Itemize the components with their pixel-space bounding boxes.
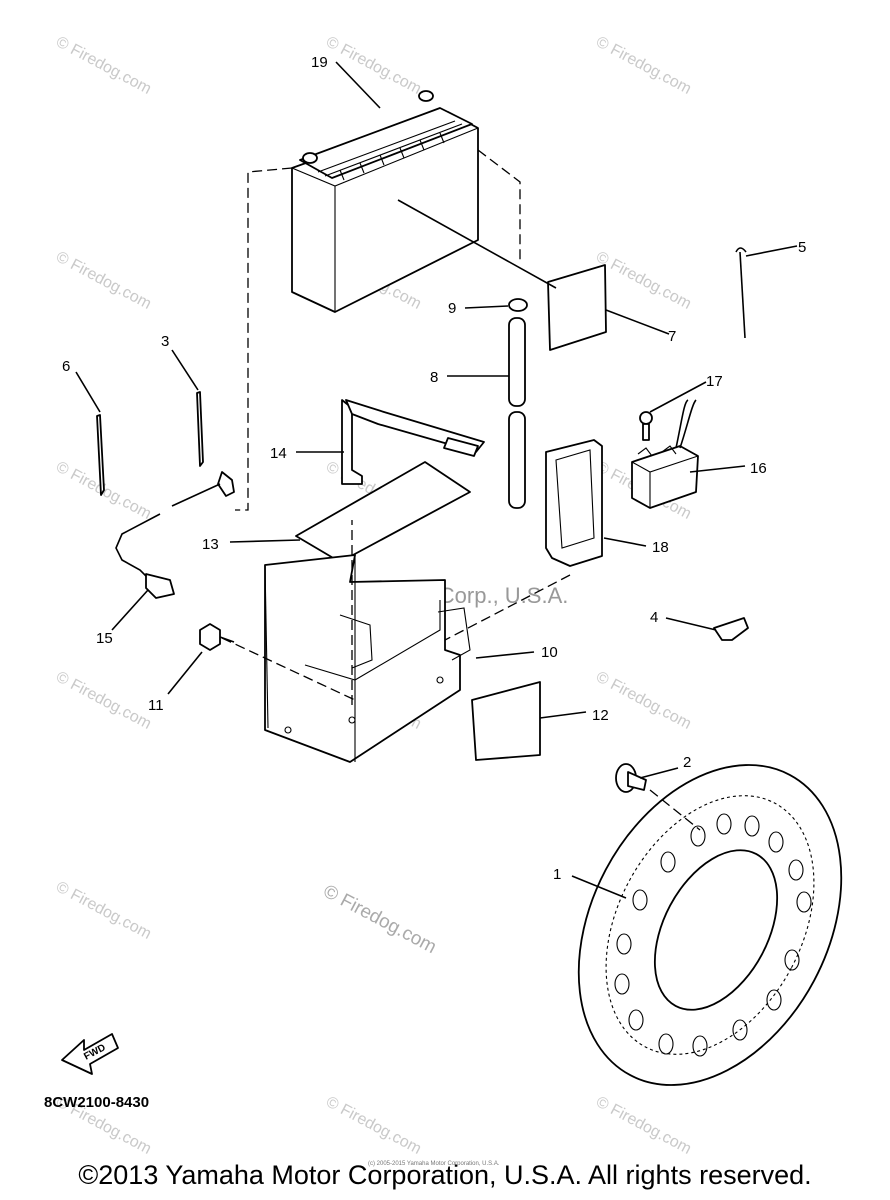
leader-lines — [75, 61, 798, 899]
starter-relay — [631, 399, 699, 509]
callout-5: 5 — [798, 239, 806, 256]
callout-19: 19 — [311, 54, 328, 71]
callout-18: 18 — [652, 539, 669, 556]
callout-labels: 19 5 9 7 3 6 8 17 14 16 13 18 4 15 10 11… — [62, 54, 806, 883]
watermark: © Firedog.com — [593, 249, 694, 313]
rubber-band — [735, 247, 747, 339]
callout-4: 4 — [650, 609, 658, 626]
watermark: © Firedog.com — [53, 879, 154, 943]
callout-7: 7 — [668, 328, 676, 345]
callout-11: 11 — [148, 697, 164, 714]
callout-16: 16 — [750, 460, 767, 477]
copyright-footer: ©2013 Yamaha Motor Corporation, U.S.A. A… — [78, 1160, 812, 1190]
callout-1: 1 — [553, 866, 561, 883]
battery-band — [341, 399, 485, 485]
mounting-bolt — [199, 623, 235, 651]
brake-disc — [577, 764, 843, 1086]
battery — [235, 90, 521, 511]
callout-2: 2 — [683, 754, 691, 771]
watermark: © Firedog.com — [53, 249, 154, 313]
cable-tie — [96, 414, 105, 496]
callout-9: 9 — [448, 300, 456, 317]
callout-13: 13 — [202, 536, 219, 553]
battery-box — [221, 520, 471, 763]
callout-8: 8 — [430, 369, 438, 386]
forward-arrow-icon: FWD — [61, 1033, 119, 1075]
watermark: © Firedog.com — [323, 34, 424, 98]
watermark: © Firedog.com — [323, 1094, 424, 1158]
callout-15: 15 — [96, 630, 113, 647]
battery-pad — [547, 264, 607, 351]
callout-3: 3 — [161, 333, 169, 350]
watermark: © Firedog.com — [53, 34, 154, 98]
cable-tie — [196, 391, 204, 467]
watermark: © Firedog.com — [593, 34, 694, 98]
watermark: © Firedog.com — [593, 1094, 694, 1158]
battery-cover — [444, 439, 603, 641]
callout-10: 10 — [541, 644, 558, 661]
battery-lead — [115, 471, 235, 599]
relay-bolt — [639, 411, 653, 441]
battery-cover-plate — [471, 681, 541, 761]
clamp — [713, 617, 749, 641]
battery-mat — [295, 461, 471, 563]
callout-12: 12 — [592, 707, 609, 724]
callout-17: 17 — [706, 373, 723, 390]
callout-14: 14 — [270, 445, 287, 462]
watermark: © Firedog.com — [53, 669, 154, 733]
center-watermark: © Firedog.com — [320, 881, 440, 958]
diagram-code: 8CW2100-8430 — [44, 1094, 150, 1111]
callout-6: 6 — [62, 358, 70, 375]
breather-hose — [508, 298, 528, 509]
small-copyright-note: (c) 2005-2015 Yamaha Motor Corporation, … — [368, 1161, 500, 1167]
